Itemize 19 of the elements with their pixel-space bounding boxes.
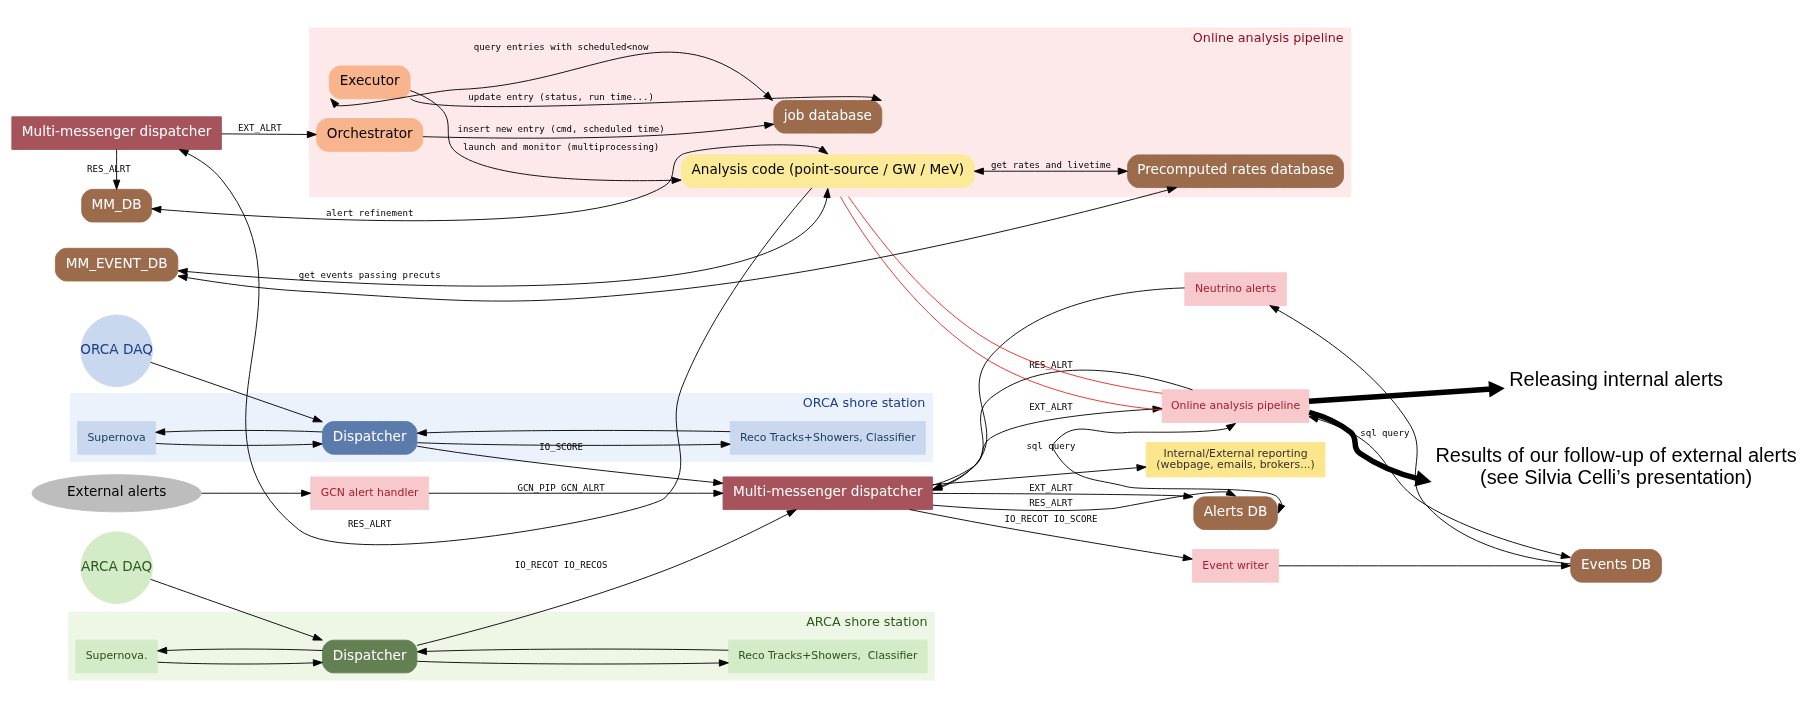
edge-label: get rates and livetime (990, 159, 1111, 170)
edge-label: query entries with scheduled<now (473, 41, 649, 52)
edge-label: sql query (1026, 440, 1076, 451)
edge-label: IO_RECOT IO_RECOS (514, 559, 608, 570)
edge-label: GCN_PIP GCN_ALRT (517, 482, 605, 493)
edge-label: EXT_ALRT (1029, 401, 1073, 412)
edge-label: insert new entry (cmd, scheduled time) (457, 123, 665, 134)
edge-label: RES_ALRT (1029, 497, 1073, 508)
edge-label: launch and monitor (multiprocessing) (462, 141, 660, 152)
edge-label: IO_RECOT IO_SCORE (1004, 513, 1098, 524)
edge-label: sql query (1360, 427, 1410, 438)
edge-label: EXT_ALRT (1029, 482, 1073, 493)
edge-label: RES_ALRT (347, 518, 392, 529)
edge-label: update entry (status, run time...) (468, 91, 654, 102)
edge-label: get events passing precuts (298, 269, 441, 280)
node-text: Releasing internal alerts (1509, 367, 1724, 390)
edge-label: alert refinement (326, 207, 414, 218)
node-text: Results of our follow-up of external alerts (see Silvia Celli’s presentation) (1435, 443, 1797, 488)
edge-label: EXT_ALRT (238, 122, 282, 133)
